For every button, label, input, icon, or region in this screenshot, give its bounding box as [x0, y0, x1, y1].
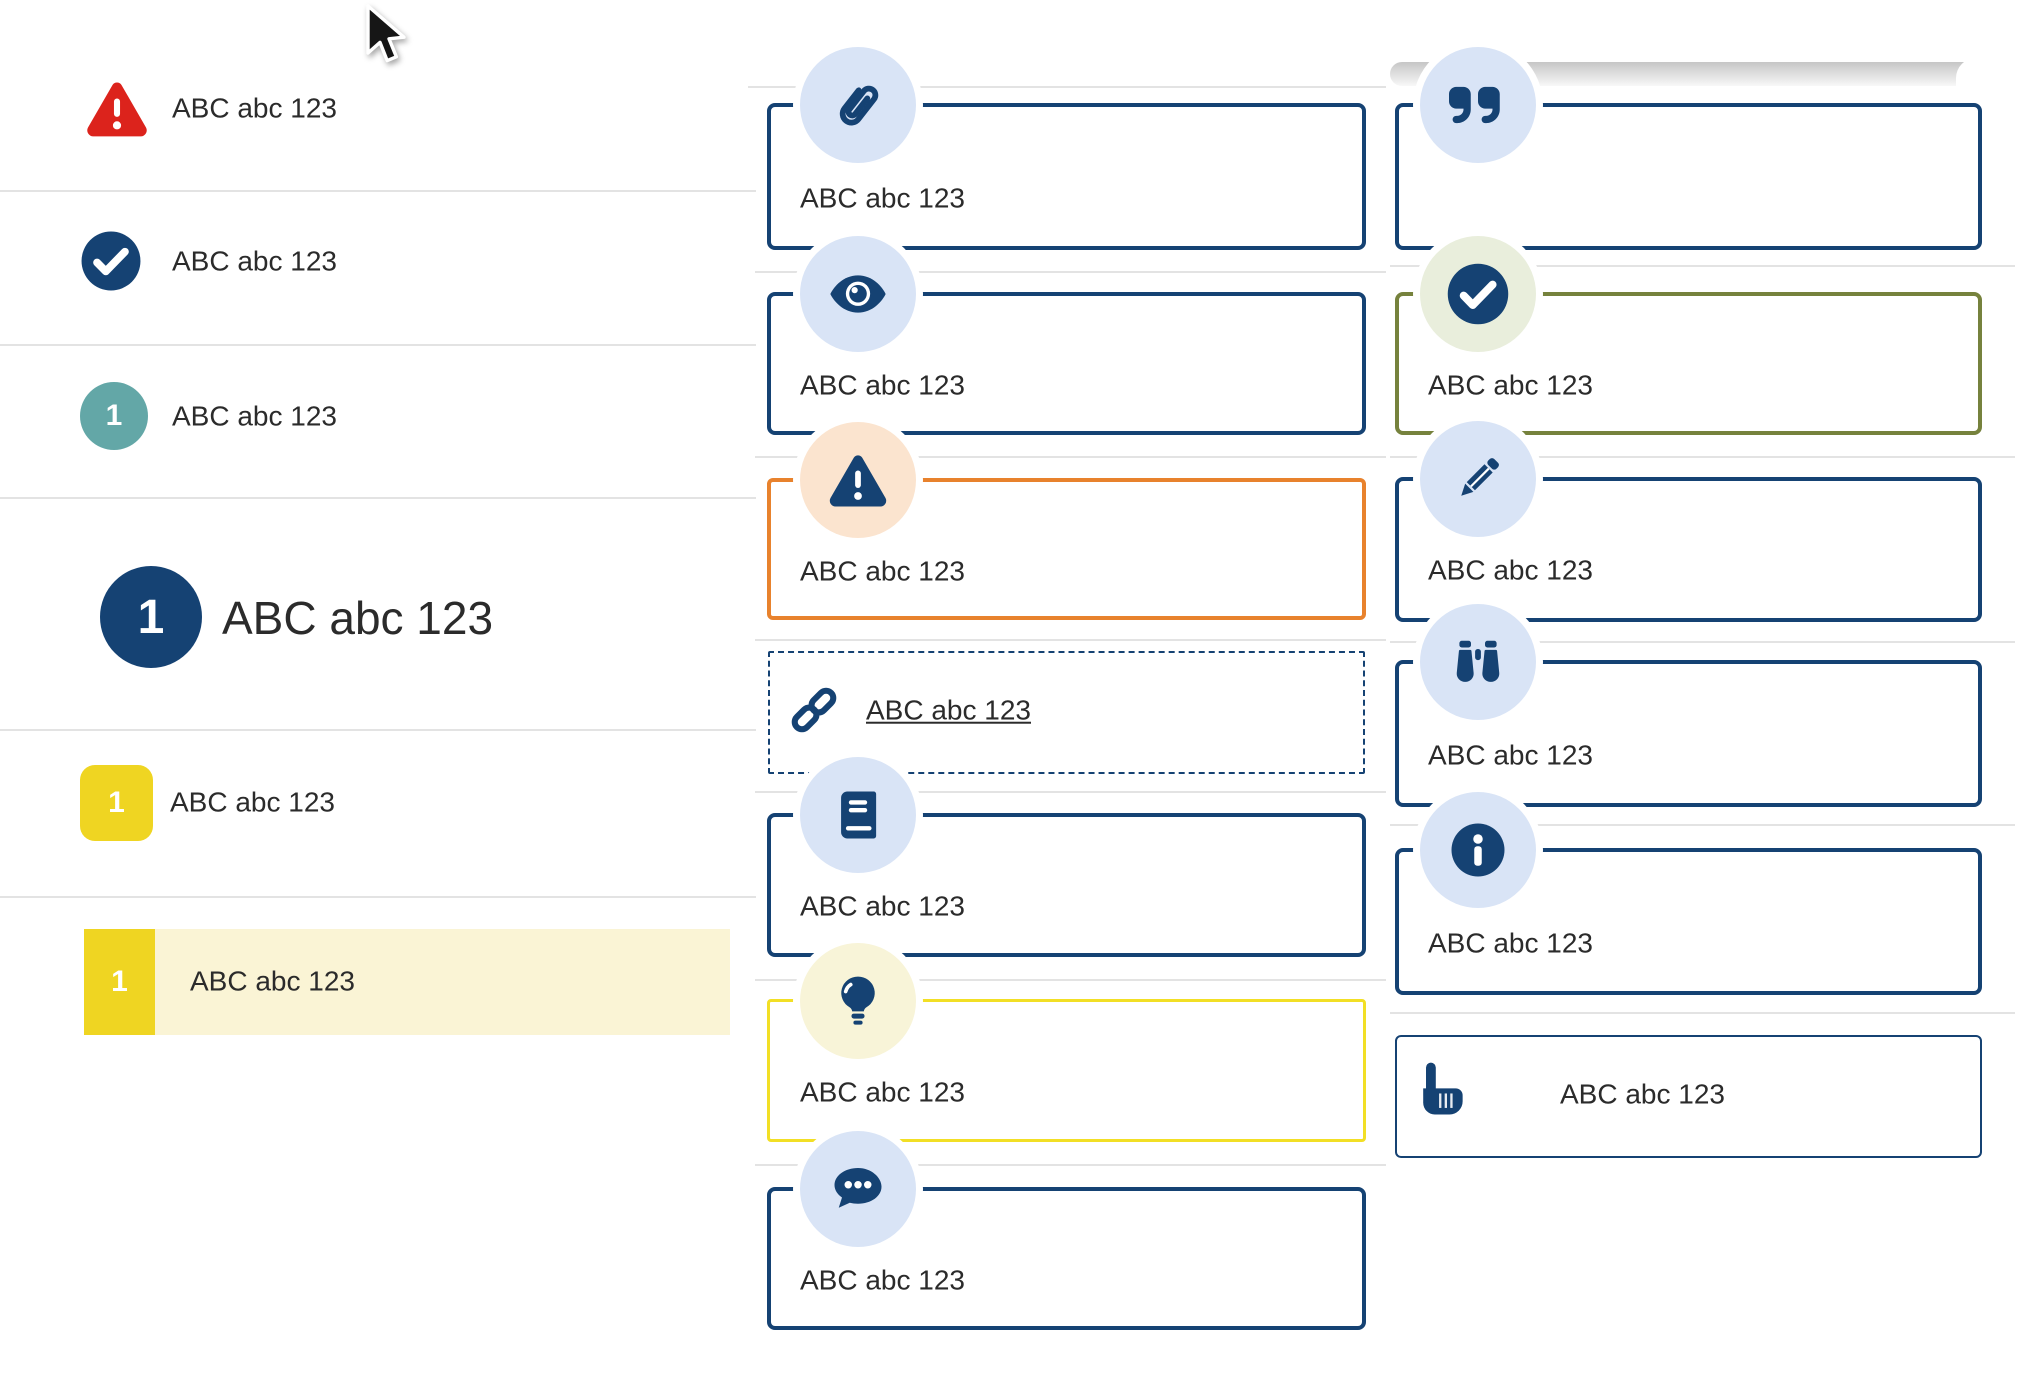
- card-label: ABC abc 123: [1428, 739, 1593, 771]
- list-item-label: ABC abc 123: [170, 786, 335, 818]
- yellow-number-badge: 1: [84, 929, 155, 1035]
- divider: [755, 791, 1386, 793]
- card-label: ABC abc 123: [800, 1264, 965, 1296]
- mouse-cursor: [362, 4, 408, 72]
- book-icon: [800, 757, 916, 873]
- list-item-label: ABC abc 123: [172, 245, 337, 277]
- list-item-label: ABC abc 123: [222, 591, 494, 644]
- teal-number-badge: 1: [80, 382, 148, 450]
- divider: [755, 979, 1386, 981]
- card-label: ABC abc 123: [800, 182, 965, 214]
- divider: [0, 729, 756, 731]
- divider: [0, 190, 756, 192]
- card-label: ABC abc 123: [1560, 1078, 1725, 1110]
- hand-point-up-icon: [1412, 1058, 1468, 1128]
- warning-triangle-icon: [800, 422, 916, 538]
- card-label: ABC abc 123: [800, 1076, 965, 1108]
- divider: [755, 1164, 1386, 1166]
- divider: [0, 497, 756, 499]
- check-circle-icon: [1420, 236, 1536, 352]
- list-item-label: ABC abc 123: [190, 965, 355, 997]
- card-label: ABC abc 123: [1428, 554, 1593, 586]
- divider: [748, 86, 1386, 88]
- eye-icon: [800, 236, 916, 352]
- divider: [1390, 265, 2015, 267]
- divider: [755, 271, 1386, 273]
- divider: [755, 456, 1386, 458]
- card-label: ABC abc 123: [800, 555, 965, 587]
- action-callout-card: [1395, 1035, 1982, 1158]
- card-link[interactable]: ABC abc 123: [866, 694, 1031, 726]
- check-circle-icon: [80, 230, 142, 292]
- binoculars-icon: [1420, 604, 1536, 720]
- divider: [755, 639, 1386, 641]
- divider: [1390, 456, 2015, 458]
- alert-triangle-icon: [85, 80, 149, 138]
- card-label: ABC abc 123: [800, 890, 965, 922]
- list-item-label: ABC abc 123: [172, 400, 337, 432]
- yellow-number-badge: 1: [80, 765, 153, 841]
- divider: [1390, 824, 2015, 826]
- navy-number-badge-large: 1: [100, 566, 202, 668]
- link-callout-card: [768, 651, 1365, 774]
- divider: [0, 344, 756, 346]
- card-label: ABC abc 123: [800, 369, 965, 401]
- chat-bubble-icon: [800, 1131, 916, 1247]
- card-label: ABC abc 123: [1428, 369, 1593, 401]
- panel-corner-notch: [1956, 58, 2026, 88]
- card-label: ABC abc 123: [1428, 927, 1593, 959]
- divider: [1390, 1012, 2015, 1014]
- info-circle-icon: [1420, 792, 1536, 908]
- list-item-label: ABC abc 123: [172, 92, 337, 124]
- lightbulb-icon: [800, 943, 916, 1059]
- link-icon: [786, 682, 842, 738]
- divider: [1390, 641, 2015, 643]
- pencil-icon: [1420, 421, 1536, 537]
- paperclip-icon: [800, 47, 916, 163]
- quote-icon: [1420, 47, 1536, 163]
- highlight-row-background: [84, 929, 730, 1035]
- divider: [0, 896, 756, 898]
